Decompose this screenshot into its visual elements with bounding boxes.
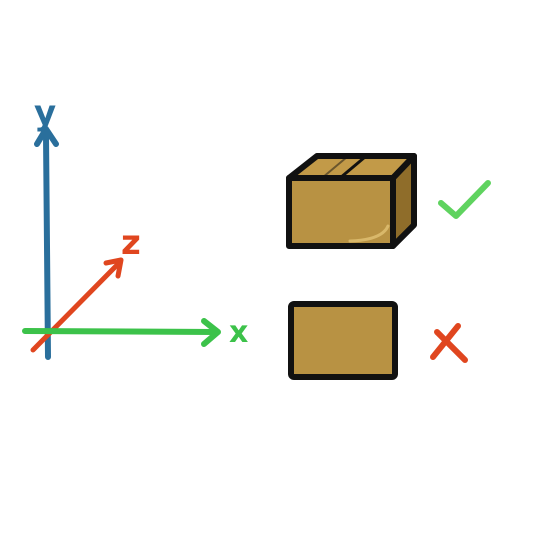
box-3d — [286, 153, 417, 249]
z-axis — [30, 257, 124, 353]
y-axis-line — [43, 132, 51, 360]
box-flat — [288, 301, 398, 380]
box-3d-front-face — [286, 175, 396, 249]
x-axis — [22, 318, 221, 347]
box-3d-highlight — [348, 224, 390, 243]
x-axis-arrowhead — [201, 318, 221, 347]
box-3d-tape-line — [339, 155, 366, 180]
y-axis — [34, 126, 59, 360]
x-axis-label: x — [229, 315, 248, 350]
box-3d-tape-line-2 — [321, 156, 348, 179]
z-axis-label: z — [121, 223, 141, 263]
cross-icon-stroke-1 — [434, 329, 468, 363]
y-axis-arrowhead — [34, 126, 59, 147]
cross-icon — [430, 323, 468, 363]
axes — [22, 126, 221, 360]
cross-icon-stroke-2 — [430, 323, 461, 360]
z-axis-arrowhead — [103, 257, 124, 279]
x-axis-line — [22, 328, 219, 335]
box-flat-face — [288, 301, 398, 380]
check-icon — [438, 180, 491, 219]
y-axis-label: y — [34, 93, 56, 133]
z-axis-line — [30, 259, 123, 353]
